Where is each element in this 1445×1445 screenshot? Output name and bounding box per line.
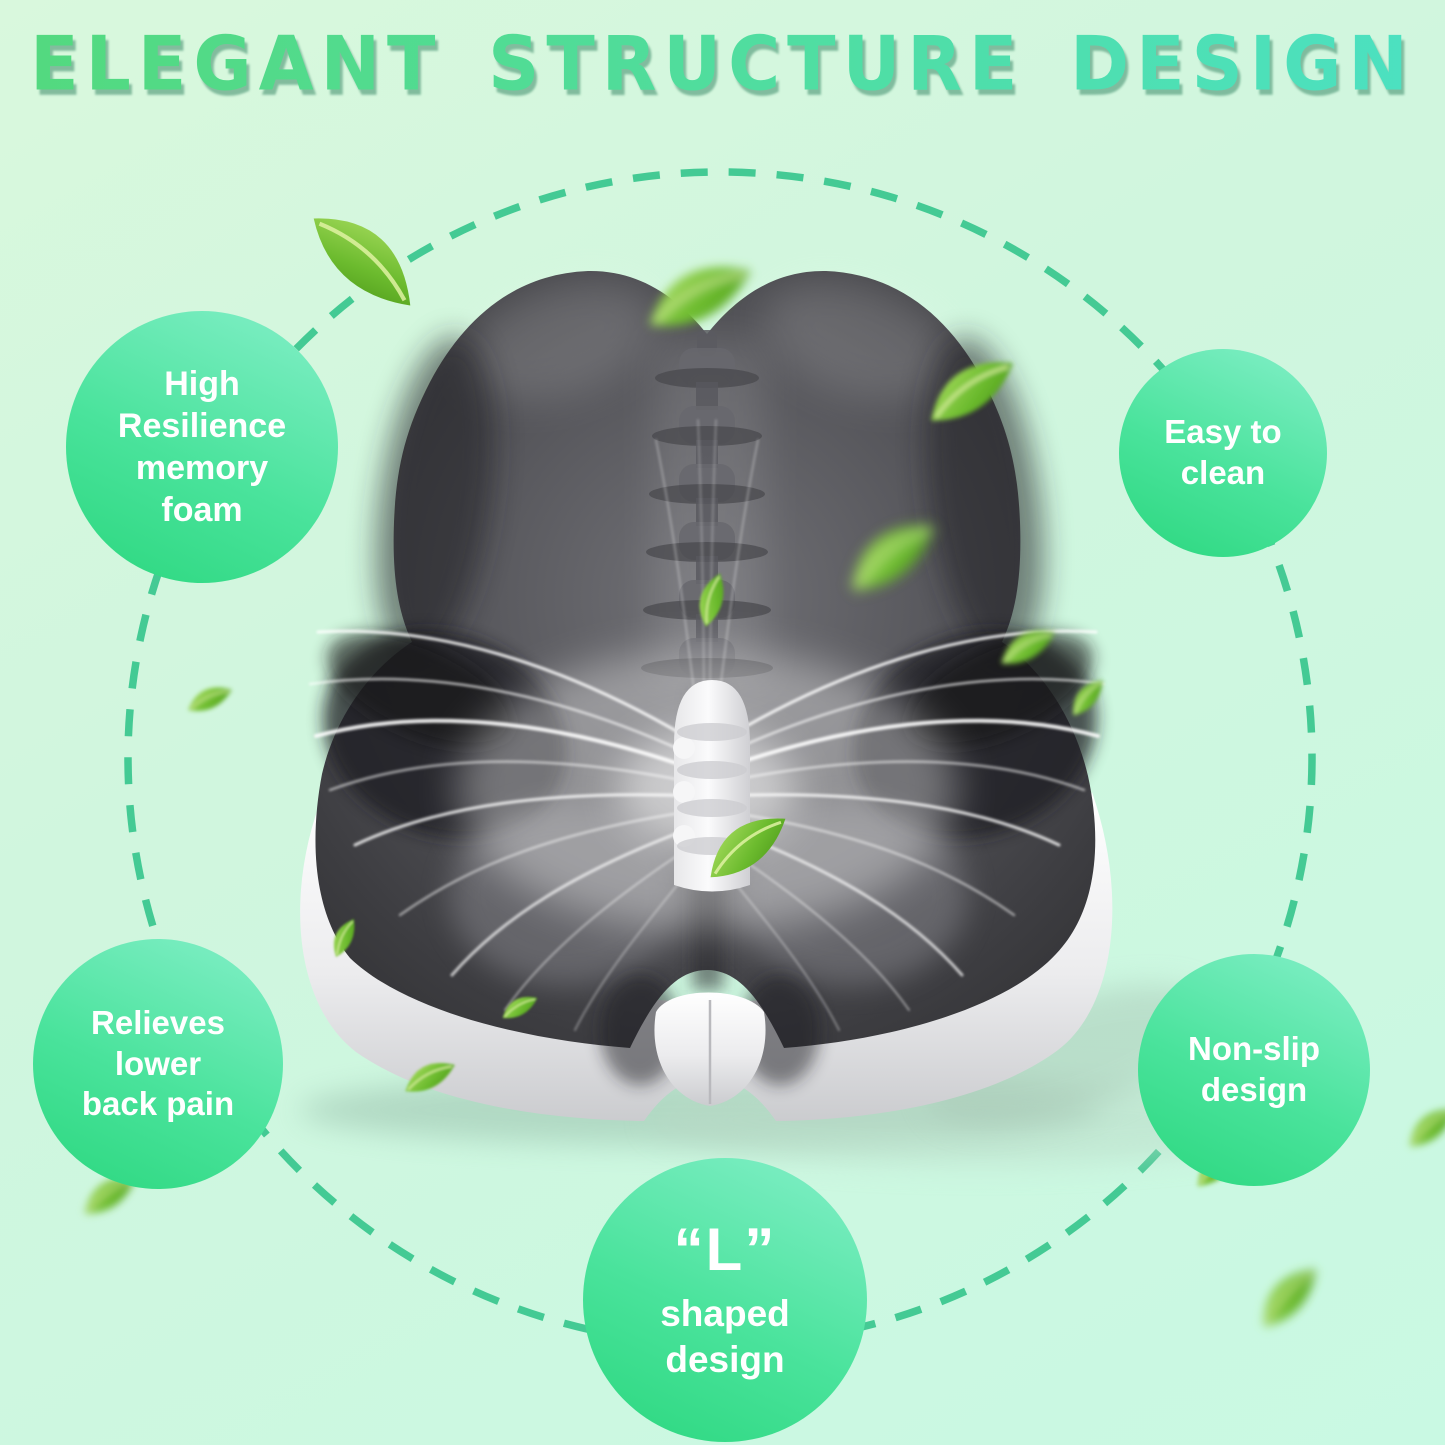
feature-line: memory <box>135 449 269 487</box>
cushion-base <box>300 792 1113 1121</box>
feature-line: lower <box>114 1044 202 1082</box>
feature-line: Relieves <box>91 1003 225 1041</box>
feature-quote: “L” <box>673 1215 777 1283</box>
feature-line: Resilience <box>117 406 287 445</box>
page-title: ELEGANT STRUCTURE DESIGN <box>0 20 1445 108</box>
feature-line: foam <box>161 491 243 530</box>
feature-bubble-easy-clean: Easy to clean <box>1119 349 1327 557</box>
feature-line: shaped <box>660 1292 790 1334</box>
feature-line: clean <box>1180 454 1266 491</box>
feature-bubble-l-shaped: “L” shaped design <box>583 1158 867 1442</box>
leaf-icon <box>1249 1255 1328 1338</box>
feature-line: High <box>164 364 240 403</box>
leaf-icon <box>1400 1098 1445 1156</box>
leaf-icon <box>182 679 236 719</box>
feature-bubble-relieves-back-pain: Relieves lower back pain <box>33 939 283 1189</box>
base-front-seam <box>654 992 766 1106</box>
feature-line: design <box>1200 1071 1308 1108</box>
feature-bubble-high-resilience: High Resilience memory foam <box>66 311 338 583</box>
feature-line: back pain <box>81 1085 235 1123</box>
feature-line: Easy to <box>1164 413 1282 451</box>
feature-line: Non-slip <box>1188 1030 1320 1068</box>
feature-line: design <box>665 1338 785 1380</box>
feature-bubble-non-slip: Non-slip design <box>1138 954 1370 1186</box>
